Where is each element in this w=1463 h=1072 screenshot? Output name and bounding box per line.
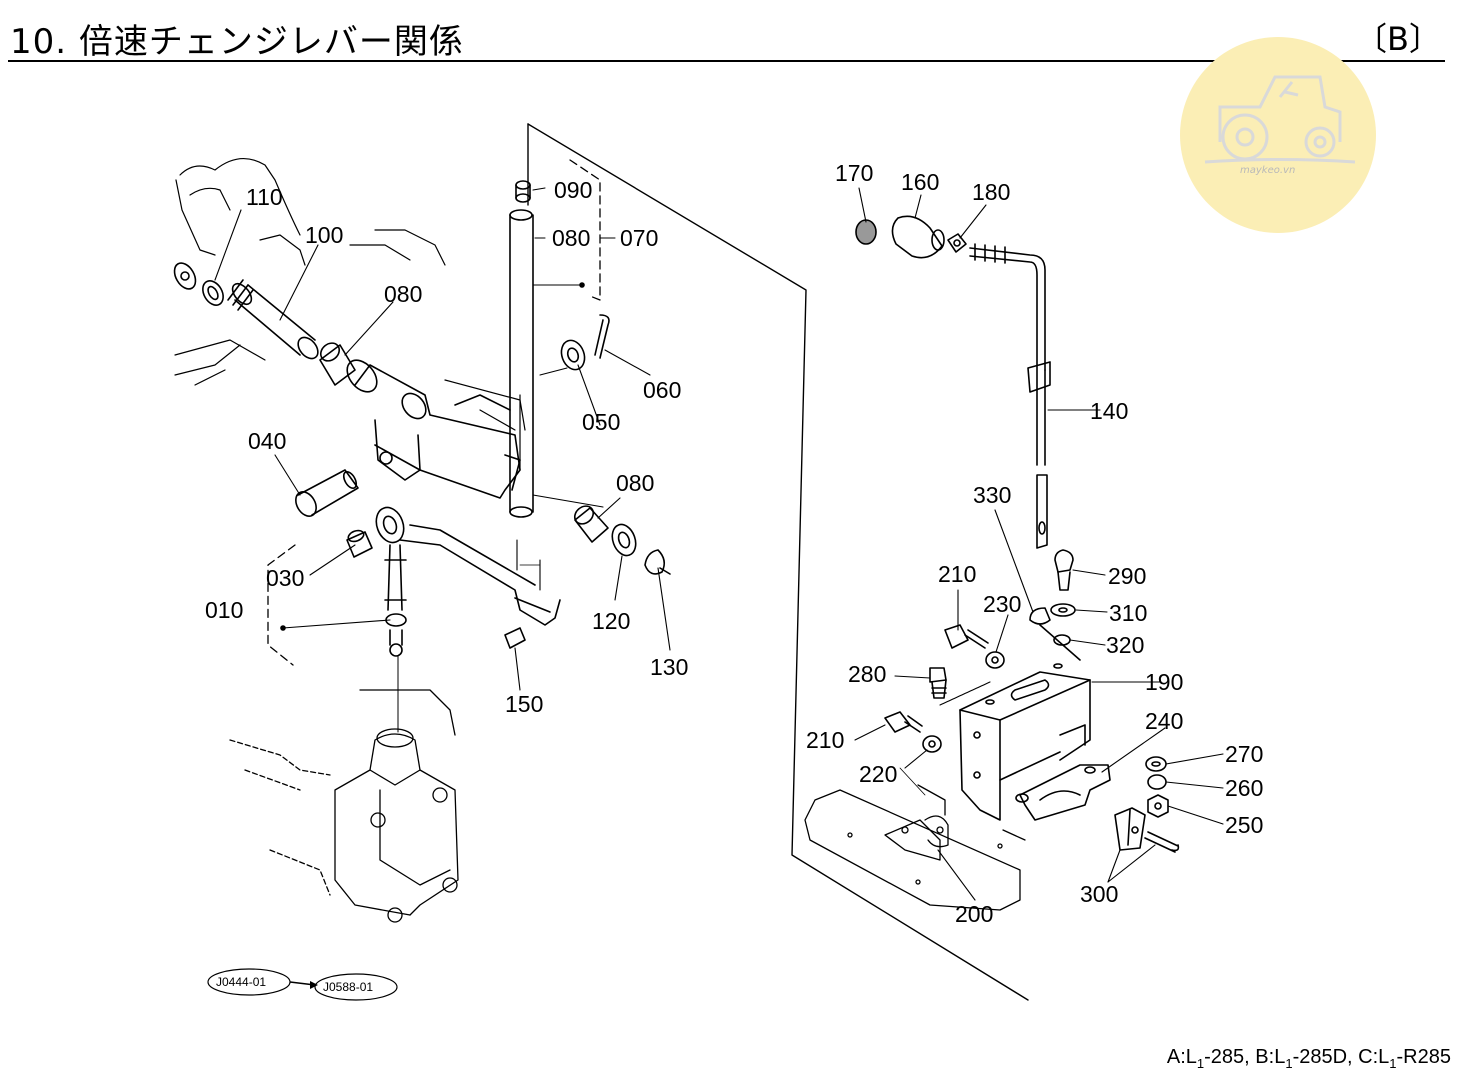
part-label-230: 230 [983,591,1021,617]
connecting-rod [384,544,407,733]
block-300 [1114,807,1180,853]
part-label-080-rod: 080 [552,225,590,251]
part-label-300: 300 [1080,881,1118,907]
watermark-text: maykeo.vn [1240,165,1296,176]
part-label-290: 290 [1108,563,1146,589]
part-label-100: 100 [305,222,343,248]
model-a-sub: 1 [1196,1056,1205,1071]
part-label-150: 150 [505,691,543,717]
model-b-suffix: -285D, [1292,1046,1359,1068]
part-label-240: 240 [1145,708,1183,734]
page-title: 10. 倍速チェンジレバー関係 [10,22,464,62]
washer-120 [611,523,637,557]
model-a-prefix: A:L [1166,1046,1197,1068]
model-b-prefix: B:L [1255,1046,1286,1068]
bolt-210-upper [944,624,989,649]
model-a-suffix: -285, [1204,1046,1256,1068]
part-label-120: 120 [592,608,630,634]
part-label-260: 260 [1225,775,1263,801]
model-footer: A:L1-285, B:L1-285D, C:L1-R285 [1167,1046,1451,1071]
part-label-090: 090 [554,177,592,203]
housing-outline [174,158,526,471]
part-label-010: 010 [205,597,243,623]
part-labels: 110 100 080 090 080 070 060 050 040 080 … [205,160,1263,927]
pin-150 [504,627,526,649]
title-underline [8,60,1445,62]
nut-180 [947,233,967,253]
part-label-220: 220 [859,761,897,787]
lever-rod [509,180,534,518]
nut-250 [1147,794,1169,818]
part-label-060: 060 [643,377,681,403]
leader-lines-left [214,187,671,691]
bolt-280 [929,667,947,699]
leader-lines-right [854,187,1224,901]
bolt-210-lower [884,711,923,733]
part-label-200: 200 [955,901,993,927]
seal-ring [173,262,224,306]
model-c-suffix: -R285 [1396,1046,1451,1068]
part-label-050: 050 [582,409,620,435]
variant-label: 〔B〕 [1355,20,1441,58]
part-label-080-right: 080 [616,470,654,496]
knob-160 [891,215,945,259]
cotter-pin [594,314,610,359]
part-label-330: 330 [973,482,1011,508]
part-label-250: 250 [1225,812,1263,838]
knob-170 [855,219,877,245]
part-label-070: 070 [620,225,658,251]
part-label-160: 160 [901,169,939,195]
part-label-210-upper: 210 [938,561,976,587]
bushing-right [573,505,609,543]
bracket-190 [959,663,1091,821]
washer-270 [1145,756,1167,772]
transmission-housing [229,689,459,923]
link-arm [375,506,561,626]
washer-260 [1147,774,1167,790]
part-label-310: 310 [1109,600,1147,626]
ref-codes: J0444-01 J0588-01 [207,968,398,1001]
shift-shaft [227,279,319,360]
spring-330 [1029,607,1081,661]
bolt-290 [1054,549,1074,591]
bushing-left [319,342,356,386]
washer-230 [985,651,1005,669]
part-label-270: 270 [1225,741,1263,767]
part-label-320: 320 [1106,632,1144,658]
ref-from: J0444-01 [216,975,266,989]
part-label-210-lower: 210 [806,727,844,753]
bushing-030 [346,529,373,558]
part-label-190: 190 [1145,669,1183,695]
part-label-080-left: 080 [384,281,422,307]
part-label-140: 140 [1090,398,1128,424]
washer-310 [1050,603,1076,617]
group-brackets [267,159,601,666]
part-label-280: 280 [848,661,886,687]
model-c-sub: 1 [1389,1056,1397,1071]
tractor-icon [1204,75,1356,164]
washer-220 [922,735,942,753]
shift-lever-140 [969,243,1051,549]
clip-130 [644,549,671,575]
part-label-170: 170 [835,160,873,186]
ref-to: J0588-01 [323,980,373,994]
part-label-110: 110 [246,184,283,210]
panel-outline [527,123,1029,1001]
base-plate-200 [804,784,1026,911]
part-label-180: 180 [972,179,1010,205]
model-b-sub: 1 [1285,1056,1293,1071]
part-label-030: 030 [266,565,304,591]
part-label-040: 040 [248,428,286,454]
plate-240 [1015,764,1111,821]
shift-arm-casting [346,359,521,499]
washer-050 [560,339,586,371]
watermark-logo [1180,37,1376,233]
model-c-prefix: C:L [1358,1046,1390,1068]
clevis-pin [295,469,359,517]
part-label-130: 130 [650,654,688,680]
